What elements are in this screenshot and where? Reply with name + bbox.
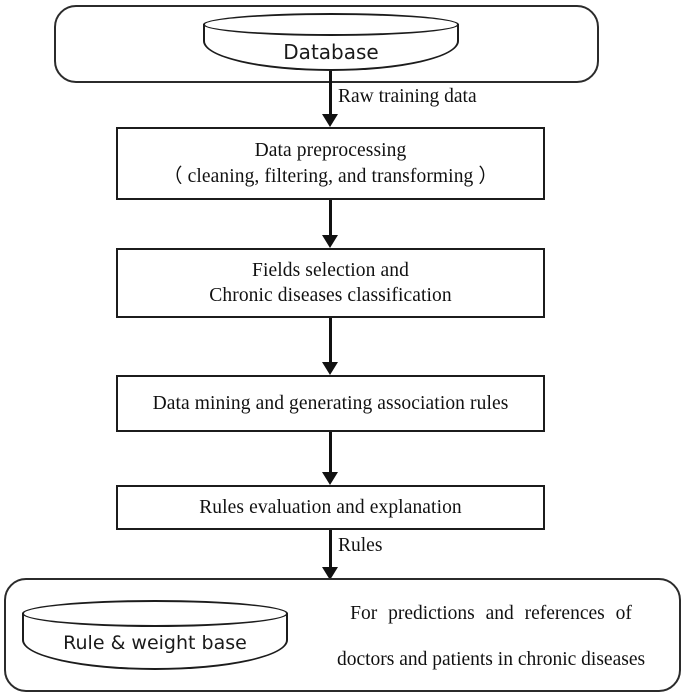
arrow-head — [322, 362, 338, 375]
arrow-stem — [328, 530, 332, 568]
step-box-fields-selection: Fields selection and Chronic diseases cl… — [116, 248, 545, 318]
output-description-line-1: For predictions and references of — [350, 603, 632, 624]
step-line: Data mining and generating association r… — [152, 392, 509, 414]
arrow-stem — [328, 318, 332, 363]
arrow-head — [322, 114, 338, 127]
step-line: （ cleaning, filtering, and transforming … — [163, 165, 498, 187]
step-box-data-preprocessing: Data preprocessing （ cleaning, filtering… — [116, 127, 545, 200]
arrow-head — [322, 567, 338, 580]
database-label: Database — [283, 40, 379, 64]
step-box-rules-evaluation: Rules evaluation and explanation — [116, 485, 545, 530]
step-line: Rules evaluation and explanation — [199, 496, 462, 518]
database-cylinder: Database — [203, 13, 459, 71]
edge-label-rules: Rules — [338, 535, 383, 556]
step-line: Chronic diseases classification — [209, 285, 452, 306]
arrow-head — [322, 235, 338, 248]
cylinder-top-ellipse — [203, 13, 459, 36]
output-description: For predictions and references of doctor… — [306, 604, 676, 669]
output-description-line-2: doctors and patients in chronic diseases — [336, 648, 646, 670]
arrow-stem — [328, 71, 332, 115]
step-line: Fields selection and — [252, 259, 409, 281]
step-box-data-mining: Data mining and generating association r… — [116, 375, 545, 432]
rule-weight-base-label: Rule & weight base — [63, 632, 247, 654]
cylinder-top-ellipse — [22, 600, 288, 627]
step-line: Data preprocessing — [254, 140, 407, 162]
arrow-head — [322, 472, 338, 485]
arrow-stem — [328, 200, 332, 236]
rule-weight-base-cylinder: Rule & weight base — [22, 600, 288, 670]
arrow-stem — [328, 432, 332, 473]
edge-label-raw-training-data: Raw training data — [338, 86, 477, 107]
